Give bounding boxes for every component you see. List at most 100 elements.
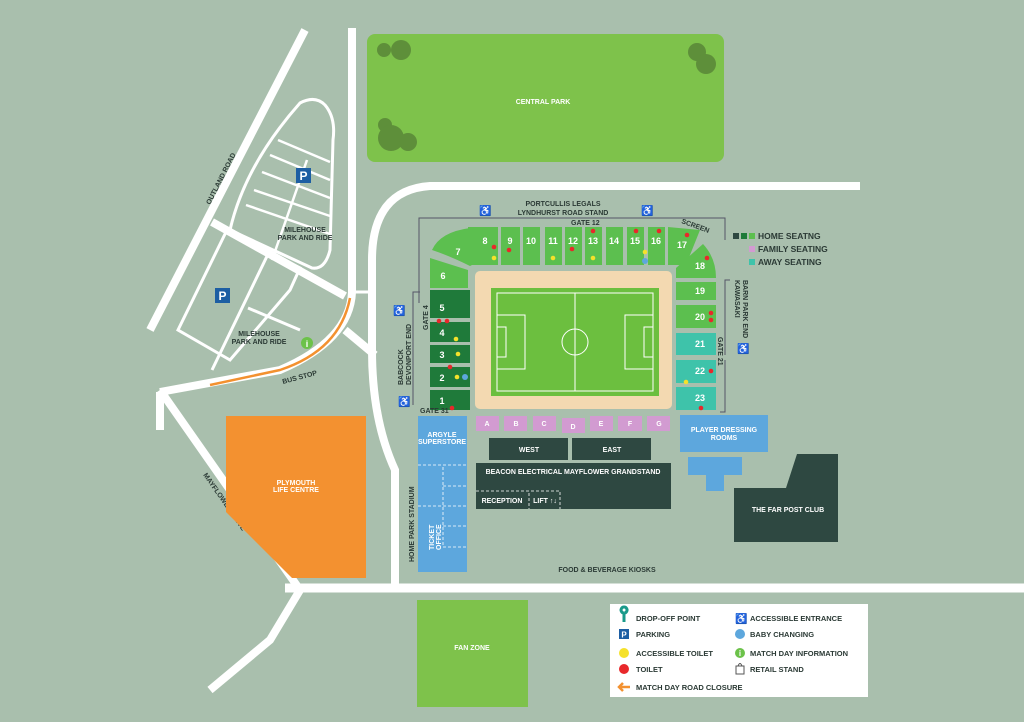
gate-21-label: GATE 21	[716, 337, 723, 366]
svg-text:9: 9	[507, 236, 512, 246]
baby-changing-icon	[735, 629, 745, 639]
gate-12-label: GATE 12	[571, 220, 600, 227]
svg-text:P: P	[621, 631, 627, 640]
svg-text:P: P	[218, 289, 226, 303]
svg-text:i: i	[739, 649, 741, 658]
parking-icon: P	[296, 168, 311, 183]
plymouth-life-centre	[226, 416, 366, 578]
svg-text:8: 8	[482, 236, 487, 246]
svg-text:16: 16	[651, 236, 661, 246]
east-stand-title: KAWASAKIBARN PARK END	[733, 280, 748, 338]
svg-text:DROP-OFF POINT: DROP-OFF POINT	[636, 614, 701, 623]
road-closure-route	[209, 297, 352, 387]
svg-text:ACCESSIBLE ENTRANCE: ACCESSIBLE ENTRANCE	[750, 614, 842, 623]
svg-text:F: F	[628, 421, 633, 428]
svg-text:E: E	[599, 421, 604, 428]
svg-text:19: 19	[695, 286, 705, 296]
west-building	[489, 438, 568, 460]
svg-text:11: 11	[548, 236, 558, 246]
svg-text:MATCH DAY ROAD CLOSURE: MATCH DAY ROAD CLOSURE	[636, 683, 743, 692]
svg-text:21: 21	[695, 339, 705, 349]
grandstand-label: BEACON ELECTRICAL MAYFLOWER GRANDSTAND	[486, 469, 661, 476]
svg-text:17: 17	[677, 240, 687, 250]
seating-key: HOME SEATNG FAMILY SEATING AWAY SEATING	[733, 231, 828, 267]
player-dressing-rooms	[680, 415, 768, 452]
svg-text:15: 15	[630, 236, 640, 246]
svg-text:MATCH DAY INFORMATION: MATCH DAY INFORMATION	[750, 649, 848, 658]
accessible-entrance-icon: ♿	[735, 612, 747, 625]
svg-text:FAMILY SEATING: FAMILY SEATING	[758, 244, 828, 254]
svg-text:A: A	[484, 421, 489, 428]
svg-text:AWAY SEATING: AWAY SEATING	[758, 257, 822, 267]
far-post-club	[734, 454, 838, 542]
svg-text:WEST: WEST	[519, 447, 540, 454]
argyle-superstore	[418, 416, 467, 572]
svg-text:♿: ♿	[398, 395, 410, 408]
svg-text:HOME SEATNG: HOME SEATNG	[758, 231, 821, 241]
svg-text:i: i	[306, 339, 309, 349]
ticket-office-label: TICKETOFFICE	[429, 524, 443, 550]
svg-text:♿: ♿	[479, 204, 491, 217]
svg-text:2: 2	[439, 373, 444, 383]
svg-text:TOILET: TOILET	[636, 665, 663, 674]
svg-text:BABY CHANGING: BABY CHANGING	[750, 630, 814, 639]
mayflower-grandstand	[476, 463, 671, 509]
svg-text:CENTRAL PARK: CENTRAL PARK	[516, 99, 571, 106]
west-stand-title: BABCOCKDEVONPORT END	[398, 324, 413, 385]
svg-text:THE FAR POST CLUB: THE FAR POST CLUB	[752, 507, 824, 514]
accessible-toilet-icon	[619, 648, 629, 658]
fan-zone	[417, 600, 528, 707]
svg-text:23: 23	[695, 393, 705, 403]
pitch	[475, 271, 672, 409]
svg-text:RETAIL STAND: RETAIL STAND	[750, 665, 804, 674]
east-building	[572, 438, 651, 460]
svg-text:3: 3	[439, 350, 444, 360]
parking-icon: P	[215, 288, 230, 303]
svg-text:D: D	[570, 424, 575, 431]
svg-text:10: 10	[526, 236, 536, 246]
svg-text:18: 18	[695, 261, 705, 271]
svg-text:5: 5	[439, 303, 444, 313]
accessible-entrance-icon: ♿♿ ♿♿ ♿	[393, 204, 749, 408]
parking-icon	[619, 629, 629, 639]
gate-31-label: GATE 31	[420, 408, 449, 415]
svg-text:7: 7	[455, 247, 460, 257]
svg-text:12: 12	[568, 236, 578, 246]
svg-text:20: 20	[695, 312, 705, 322]
retail-stand-icon	[735, 663, 745, 675]
road-closure-arrow-icon	[617, 682, 630, 692]
seating-sections	[430, 227, 716, 410]
lift-label: LIFT ↑↓	[533, 498, 557, 505]
central-park: CENTRAL PARK	[367, 34, 724, 162]
svg-text:ACCESSIBLE TOILET: ACCESSIBLE TOILET	[636, 649, 713, 658]
svg-text:♿: ♿	[393, 304, 405, 317]
svg-text:FAN ZONE: FAN ZONE	[454, 645, 490, 652]
information-icon	[735, 648, 745, 658]
family-seating-blocks	[476, 416, 670, 433]
gate-4-label: GATE 4	[423, 305, 430, 330]
svg-text:PARKING: PARKING	[636, 630, 670, 639]
svg-text:P: P	[299, 169, 307, 183]
svg-text:♿: ♿	[737, 342, 749, 355]
legend: DROP-OFF POINT ♿ ACCESSIBLE ENTRANCE P P…	[610, 604, 868, 697]
svg-text:13: 13	[588, 236, 598, 246]
svg-text:14: 14	[609, 236, 619, 246]
svg-text:6: 6	[440, 271, 445, 281]
svg-text:EAST: EAST	[603, 447, 622, 454]
reception-label: RECEPTION	[482, 498, 523, 505]
drop-off-icon	[619, 605, 629, 622]
svg-text:G: G	[656, 421, 662, 428]
svg-text:1: 1	[439, 396, 444, 406]
svg-text:B: B	[513, 421, 518, 428]
home-park-stadium-label: HOME PARK STADIUM	[409, 486, 416, 562]
match-day-information-icon: i	[301, 337, 313, 349]
